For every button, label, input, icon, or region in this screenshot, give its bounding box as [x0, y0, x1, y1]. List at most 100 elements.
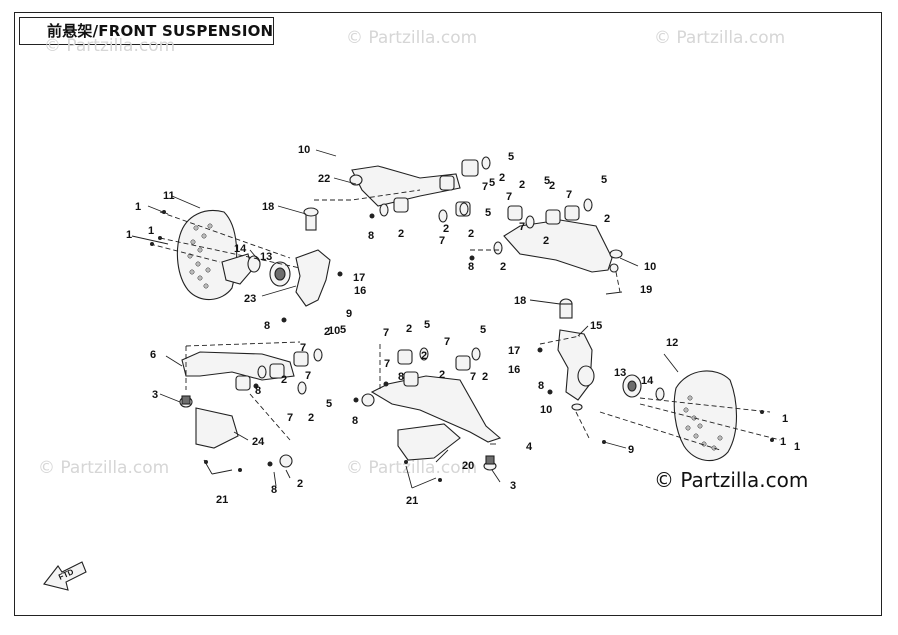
callout-1: 1: [794, 441, 800, 453]
callout-7: 7: [300, 342, 306, 354]
callout-2: 2: [324, 326, 330, 338]
callout-8: 8: [255, 385, 261, 397]
callout-1: 1: [148, 225, 154, 237]
callout-20: 20: [462, 460, 474, 472]
callout-24: 24: [252, 436, 265, 448]
watermark: © Partzilla.com: [44, 36, 176, 56]
callout-labels: 1 1 1 1 1 1 2 2 2 2 2 2 2 2 2 2 2 2 2 2 …: [126, 144, 800, 507]
callout-8: 8: [398, 371, 404, 383]
drawing-frame: [14, 12, 882, 616]
callout-2: 2: [468, 228, 474, 240]
callout-10: 10: [298, 144, 310, 156]
callout-5: 5: [326, 398, 332, 410]
callout-5: 5: [340, 324, 346, 336]
left-steering-knuckle: [221, 207, 331, 307]
callout-18: 18: [514, 295, 526, 307]
front-direction-arrow: FTD: [43, 561, 87, 591]
callout-5: 5: [601, 174, 607, 186]
callout-7: 7: [566, 189, 572, 201]
watermark: © Partzilla.com: [38, 458, 170, 478]
callout-17: 17: [353, 272, 365, 284]
callout-7: 7: [519, 221, 525, 233]
title-box: [19, 17, 274, 45]
callout-16: 16: [354, 285, 366, 297]
callout-2: 2: [604, 213, 610, 225]
callout-21: 21: [216, 494, 228, 506]
callout-8: 8: [271, 484, 277, 496]
callout-1: 1: [780, 436, 786, 448]
callout-22: 22: [318, 173, 330, 185]
callout-15: 15: [590, 320, 602, 332]
callout-10: 10: [328, 325, 340, 337]
right-brake-disc: [673, 370, 737, 462]
callout-7: 7: [444, 336, 450, 348]
callout-9: 9: [346, 308, 352, 320]
callout-18: 18: [262, 201, 274, 213]
callout-8: 8: [368, 230, 374, 242]
watermark: © Partzilla.com: [654, 28, 786, 48]
callout-2: 2: [549, 180, 555, 192]
callout-3: 3: [152, 389, 158, 401]
copyright-text: © Partzilla.com: [654, 468, 809, 492]
callout-2: 2: [308, 412, 314, 424]
callout-5: 5: [485, 207, 491, 219]
page-title: 前悬架/FRONT SUSPENSION: [47, 22, 274, 40]
callout-5: 5: [508, 151, 514, 163]
callout-12: 12: [666, 337, 678, 349]
callout-7: 7: [506, 191, 512, 203]
callout-6: 6: [150, 349, 156, 361]
callout-2: 2: [406, 323, 412, 335]
callout-16: 16: [508, 364, 520, 376]
callout-13: 13: [614, 367, 626, 379]
callout-1: 1: [782, 413, 788, 425]
callout-2: 2: [297, 478, 303, 490]
callout-5: 5: [544, 175, 550, 187]
right-steering-knuckle: [557, 298, 665, 411]
upper-control-arm: [349, 156, 491, 223]
watermark: © Partzilla.com: [346, 28, 478, 48]
callout-8: 8: [538, 380, 544, 392]
callout-10: 10: [644, 261, 656, 273]
callout-2: 2: [398, 228, 404, 240]
callout-2: 2: [281, 374, 287, 386]
callout-4: 4: [526, 441, 533, 453]
callout-7: 7: [287, 412, 293, 424]
left-skid-guard: [195, 407, 239, 449]
callout-7: 7: [383, 327, 389, 339]
callout-8: 8: [468, 261, 474, 273]
callout-5: 5: [424, 319, 430, 331]
callout-2: 2: [421, 350, 427, 362]
callout-8: 8: [264, 320, 270, 332]
middle-skid-guard: [397, 423, 461, 461]
callout-1: 1: [135, 201, 141, 213]
callout-14: 14: [234, 243, 247, 255]
middle-lower-control-arm: [361, 347, 502, 471]
callout-2: 2: [443, 223, 449, 235]
callout-5: 5: [480, 324, 486, 336]
callout-14: 14: [641, 375, 654, 387]
callout-13: 13: [260, 251, 272, 263]
callout-7: 7: [482, 181, 488, 193]
callout-5: 5: [489, 177, 495, 189]
callout-7: 7: [305, 370, 311, 382]
left-lower-control-arm: [179, 348, 323, 468]
callout-11: 11: [163, 190, 175, 202]
fasteners: [150, 210, 774, 482]
left-brake-disc: [176, 210, 238, 301]
callout-2: 2: [500, 261, 506, 273]
right-upper-control-arm: [493, 198, 623, 273]
callout-2: 2: [482, 371, 488, 383]
callout-7: 7: [470, 371, 476, 383]
callout-21: 21: [406, 495, 418, 507]
callout-7: 7: [439, 235, 445, 247]
callout-2: 2: [519, 179, 525, 191]
callout-10: 10: [540, 404, 552, 416]
callout-8: 8: [352, 415, 358, 427]
callout-17: 17: [508, 345, 520, 357]
callout-1: 1: [126, 229, 132, 241]
callout-2: 2: [439, 369, 445, 381]
callout-9: 9: [628, 444, 634, 456]
callout-7: 7: [384, 358, 390, 370]
callout-3: 3: [510, 480, 516, 492]
